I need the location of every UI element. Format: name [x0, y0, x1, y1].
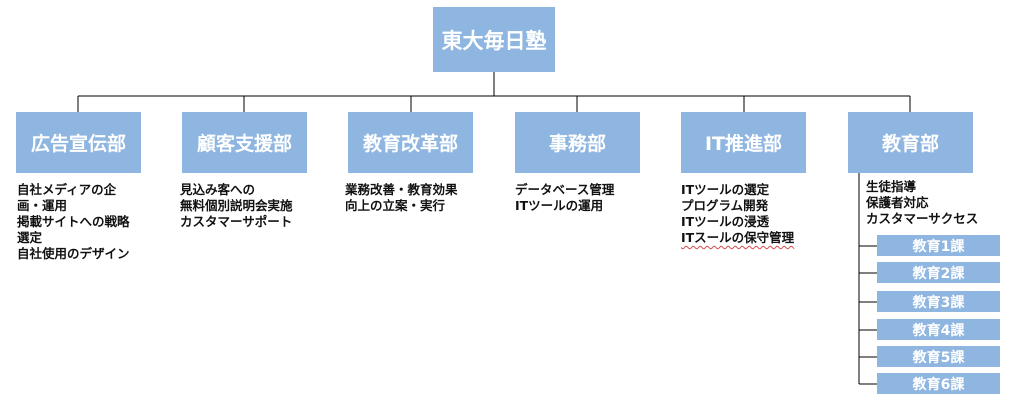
dept-label: 教育改革部	[362, 133, 458, 155]
duty-line: 自社使用のデザイン	[17, 246, 130, 261]
dept-box-administration: 事務部	[515, 112, 640, 173]
section-box-4: 教育4課	[877, 319, 1000, 341]
dept-duties-it-promotion: ITツールの選定 プログラム開発 ITツールの浸透 ITスールの保守管理	[681, 182, 794, 246]
dept-box-it-promotion: IT推進部	[681, 112, 806, 173]
section-box-5: 教育5課	[877, 346, 1000, 368]
section-box-6: 教育6課	[877, 373, 1000, 395]
duty-line: 選定	[17, 230, 43, 245]
section-box-2: 教育2課	[877, 262, 1000, 284]
section-label: 教育6課	[912, 376, 965, 393]
section-label: 教育4課	[912, 322, 965, 339]
dept-box-education: 教育部	[848, 112, 973, 173]
section-label: 教育1課	[912, 238, 965, 255]
section-box-3: 教育3課	[877, 291, 1000, 313]
dept-box-advertising: 広告宣伝部	[16, 112, 141, 173]
dept-box-education-reform: 教育改革部	[348, 112, 473, 173]
dept-label: 教育部	[881, 133, 939, 155]
section-label: 教育3課	[912, 294, 965, 311]
duty-line: データベース管理	[515, 182, 615, 197]
section-label: 教育2課	[912, 265, 965, 282]
dept-box-customer-support: 顧客支援部	[182, 112, 307, 173]
duty-line: 業務改善・教育効果	[345, 182, 458, 197]
duty-line: 自社メディアの企	[17, 182, 117, 197]
dept-duties-advertising: 自社メディアの企 画・運用 掲載サイトへの戦略 選定 自社使用のデザイン	[17, 182, 130, 262]
duty-line: ITツールの選定	[681, 182, 770, 197]
duty-line: 保護者対応	[866, 195, 929, 210]
duty-line: 掲載サイトへの戦略	[17, 214, 130, 229]
spellcheck-flagged-text: ITスールの保守管理	[681, 230, 795, 245]
dept-duties-administration: データベース管理 ITツールの運用	[515, 182, 614, 214]
duty-line: 向上の立案・実行	[345, 198, 446, 213]
duty-line: 見込み客への	[180, 182, 256, 197]
root-org-box: 東大毎日塾	[433, 7, 555, 72]
duty-line: プログラム開発	[681, 198, 769, 213]
duty-line: カスタマーサクセス	[866, 211, 979, 226]
duty-line: ITツールの浸透	[681, 214, 770, 229]
dept-duties-customer-support: 見込み客への 無料個別説明会実施 カスタマーサポート	[180, 182, 293, 230]
duty-line: カスタマーサポート	[180, 214, 293, 229]
dept-label: IT推進部	[704, 133, 783, 155]
section-label: 教育5課	[912, 349, 965, 366]
duty-line: 生徒指導	[866, 179, 917, 194]
dept-label: 顧客支援部	[196, 133, 292, 155]
root-org-label: 東大毎日塾	[441, 28, 547, 53]
duty-line: 無料個別説明会実施	[180, 198, 293, 213]
duty-line: ITスールの保守管理	[681, 230, 794, 246]
duty-line: ITツールの運用	[515, 198, 604, 213]
duty-line: 画・運用	[17, 198, 68, 213]
section-box-1: 教育1課	[877, 235, 1000, 257]
dept-duties-education-reform: 業務改善・教育効果 向上の立案・実行	[345, 182, 458, 214]
dept-label: 事務部	[548, 133, 606, 155]
dept-label: 広告宣伝部	[30, 133, 126, 155]
dept-duties-education: 生徒指導 保護者対応 カスタマーサクセス	[866, 179, 978, 227]
